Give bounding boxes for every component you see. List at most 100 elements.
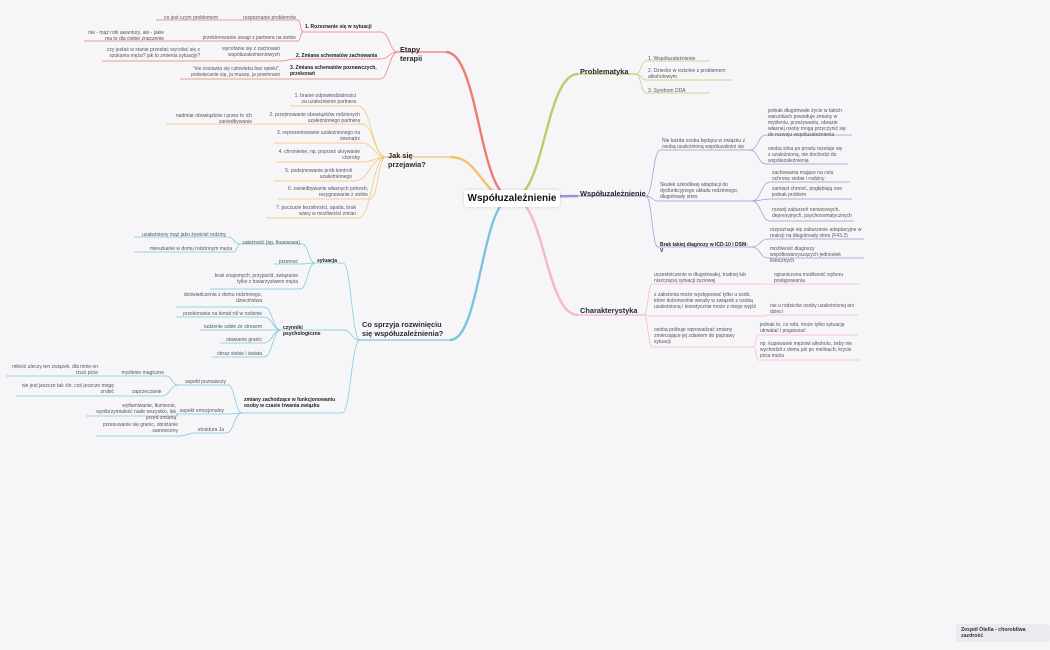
- topic-problematyka-2[interactable]: 3. Syndrom DDA: [648, 88, 686, 94]
- topic-etapy-1-0[interactable]: wycofanie się z zachowań współuzależnien…: [222, 46, 280, 58]
- topic-co-0-0-0[interactable]: uzależniony mąż jako żywiciel rodziny: [142, 232, 226, 238]
- topic-co-1-1[interactable]: przekonania na temat ról w rodzinie: [183, 311, 262, 317]
- topic-wspol-1-2[interactable]: rozwój zaburzeń nerwicowych, depresyjnyc…: [772, 207, 852, 219]
- connector: [753, 334, 759, 348]
- connector: [643, 314, 653, 348]
- topic-etapy-0-1[interactable]: przekierowanie uwagi z partnera na siebi…: [202, 35, 296, 41]
- connector: [635, 60, 647, 75]
- topic-char-2-1[interactable]: np. kupowanie mężowi alkoholu, żeby nie …: [760, 341, 852, 359]
- connector: [753, 346, 759, 361]
- topic-co-1-4[interactable]: obraz siebie i świata: [216, 351, 262, 357]
- topic-etapy-0-0-0[interactable]: co jest czym problemem: [164, 15, 218, 21]
- topic-wspol-1[interactable]: Skutek szkodliwej adaptacji do dysfunkcy…: [660, 182, 739, 200]
- topic-co-2-0-1[interactable]: zaprzeczanie: [132, 389, 162, 395]
- connector: [225, 412, 243, 434]
- topic-co-2-0[interactable]: aspekt poznawczy: [185, 379, 226, 385]
- topic-etapy-2[interactable]: 3. Zmiana schematów poznawczych, przekon…: [290, 65, 377, 77]
- connector: [635, 73, 647, 94]
- topic-co-2-1-0[interactable]: wytłumiwanie, tłumienie, wyolbrzymiałość…: [96, 403, 176, 421]
- connector: [511, 72, 579, 200]
- topic-char[interactable]: Charakterystyka: [580, 306, 638, 315]
- sheet-tab[interactable]: Zespół Otella - chorobliwa zazdrość: [956, 624, 1050, 642]
- topic-co-2-0-0-0[interactable]: miłość uleczy ten związek, dla mnie on r…: [12, 364, 98, 376]
- connector: [342, 329, 361, 341]
- topic-co-0[interactable]: sytuacja: [317, 258, 338, 264]
- topic-jak-6[interactable]: 7. poczucie bezsilności, apatia, brak wi…: [275, 205, 356, 217]
- topic-co-0-1[interactable]: przemoc: [278, 259, 298, 265]
- connector: [299, 262, 316, 290]
- topic-wspol-0[interactable]: Nie każda osoba będąca w związku z osobą…: [662, 138, 746, 150]
- topic-jak-1[interactable]: 2. przejmowanie obowiązków rodzinnych uz…: [269, 112, 360, 124]
- connector: [645, 149, 661, 197]
- topic-co[interactable]: Co sprzyja rozwinięciu się współuzależni…: [362, 320, 444, 338]
- topic-etapy-0-0[interactable]: rozpoznanie problemów: [242, 15, 296, 21]
- connector: [281, 58, 295, 62]
- topic-jak-2[interactable]: 3. reprezentowanie uzależnionego na zewn…: [276, 130, 360, 142]
- topic-etapy-1[interactable]: 2. Zmiana schematów zachowania: [296, 53, 378, 59]
- topic-problematyka-1[interactable]: 2. Dziecko w rodzinie z problemem alkoho…: [648, 68, 726, 80]
- topic-char-1[interactable]: z założenia może występować tylko u osób…: [654, 292, 757, 310]
- connector: [263, 329, 282, 358]
- topic-wspol-1-1[interactable]: zamiast chronić, pogłębiają one jednak p…: [772, 186, 843, 198]
- topic-jak-3[interactable]: 4. chronienie, np. poprzez ukrywanie cho…: [278, 149, 360, 161]
- connector: [751, 246, 769, 259]
- connector: [263, 316, 282, 331]
- topic-etapy-2-0[interactable]: "nie zostawia się człowieka bez opieki",…: [191, 66, 280, 78]
- topic-wspol-2-1[interactable]: możliwość diagnozy współtowarzyszących j…: [770, 246, 841, 264]
- topic-etapy-1-0-0[interactable]: czy jestaś w stanie przestać wycofać się…: [106, 47, 200, 59]
- connector: [645, 195, 659, 248]
- connector: [751, 238, 769, 248]
- connector: [165, 375, 179, 386]
- connector: [263, 329, 282, 344]
- topic-co-2-2[interactable]: struktura Ja: [197, 427, 224, 433]
- topic-wspol-0-0[interactable]: jednak długotrwałe życie w takich warunk…: [768, 108, 846, 138]
- topic-jak-0[interactable]: 1. branie odpowiedzialności za uzależnie…: [294, 93, 356, 105]
- topic-wspol-0-1[interactable]: osoba silna po prostu rozstaje się z uza…: [768, 146, 843, 164]
- topic-jak-4[interactable]: 5. podejmowanie prób kontroli uzależnion…: [285, 168, 352, 180]
- connector: [353, 156, 387, 182]
- topic-wspol-1-0[interactable]: zachowania mające na celu ochronę siebie…: [772, 170, 834, 182]
- topic-co-0-0[interactable]: zależność (np. finansowa): [242, 240, 300, 246]
- topic-char-2-0[interactable]: jednak to, co robi, może tylko sytuację …: [760, 322, 845, 334]
- topic-co-2-0-0[interactable]: myślenie magiczne: [121, 370, 164, 376]
- central-topic[interactable]: Współuzależnienie: [464, 190, 560, 207]
- topic-char-2[interactable]: osoba próbuje wprowadzać zmiany zmierzaj…: [654, 327, 735, 345]
- connector: [645, 195, 659, 202]
- topic-wspol-2-0[interactable]: rozpoznaje się zaburzenie adaptacyjne w …: [770, 227, 862, 239]
- topic-etapy[interactable]: Etapy terapii: [400, 45, 423, 63]
- connector: [342, 262, 361, 341]
- topic-jak-5[interactable]: 6. zaniedbywanie własnych potrzeb, rezyg…: [287, 186, 368, 198]
- connector: [341, 339, 361, 414]
- topic-problematyka[interactable]: Problematyka: [580, 67, 629, 76]
- topic-co-2[interactable]: zmiany zachodzące w funkcjonowaniu osoby…: [244, 397, 336, 409]
- connector: [357, 105, 387, 158]
- connector: [643, 314, 653, 317]
- connector: [449, 196, 513, 342]
- topic-char-0-0[interactable]: ograniczona możliwość wyboru postępowani…: [774, 272, 844, 284]
- topic-co-1-3[interactable]: stawianie granic: [226, 337, 262, 343]
- connector: [357, 156, 387, 219]
- topic-wspol[interactable]: Współuzależnienie: [580, 189, 646, 198]
- topic-char-0[interactable]: uczestniczenie w długotrwałej, trudnej l…: [654, 272, 746, 284]
- connector: [643, 283, 653, 316]
- topic-etapy-0-1-0[interactable]: nie - mąż robi awantury, ale - jakie ma …: [88, 30, 164, 42]
- topic-wspol-2[interactable]: Brak takiej diagnozy w ICD-10 i DSM-V: [660, 242, 748, 254]
- topic-etapy-0[interactable]: 1. Rozeznanie się w sytuacji: [305, 24, 372, 30]
- topic-co-2-0-1-0[interactable]: nie jest jeszcze tak źle, coś jeszcze mo…: [21, 383, 114, 395]
- topic-co-1[interactable]: czynniki psychologiczne: [283, 325, 321, 337]
- topic-co-1-2[interactable]: radzenie sobie ze stresem: [203, 324, 262, 330]
- connector: [749, 134, 767, 151]
- connector: [379, 51, 399, 80]
- topic-co-2-1[interactable]: aspekt emocjonalny: [179, 408, 224, 414]
- topic-co-1-0[interactable]: doświadczenia z domu rodzinnego, dzieciń…: [183, 292, 262, 304]
- topic-co-0-2[interactable]: brak znajomych, przyjaciół, związanie ty…: [214, 273, 298, 285]
- topic-char-1-0[interactable]: nie u rodziców osoby uzależnionej ani dz…: [770, 303, 854, 315]
- topic-jak-1-0[interactable]: nadmiar obowiązków i przez to ich zanied…: [175, 113, 252, 125]
- topic-problematyka-0[interactable]: 1. Współuzależnienie: [648, 56, 696, 62]
- topic-jak[interactable]: Jak się przejawia?: [388, 151, 426, 169]
- topic-co-2-2-0[interactable]: przesuwanie się granic, obniżanie samooc…: [102, 422, 178, 434]
- connector: [175, 413, 179, 417]
- topic-co-0-0-1[interactable]: mieszkanie w domu rodzinnym męża: [150, 246, 232, 252]
- connector: [751, 200, 771, 222]
